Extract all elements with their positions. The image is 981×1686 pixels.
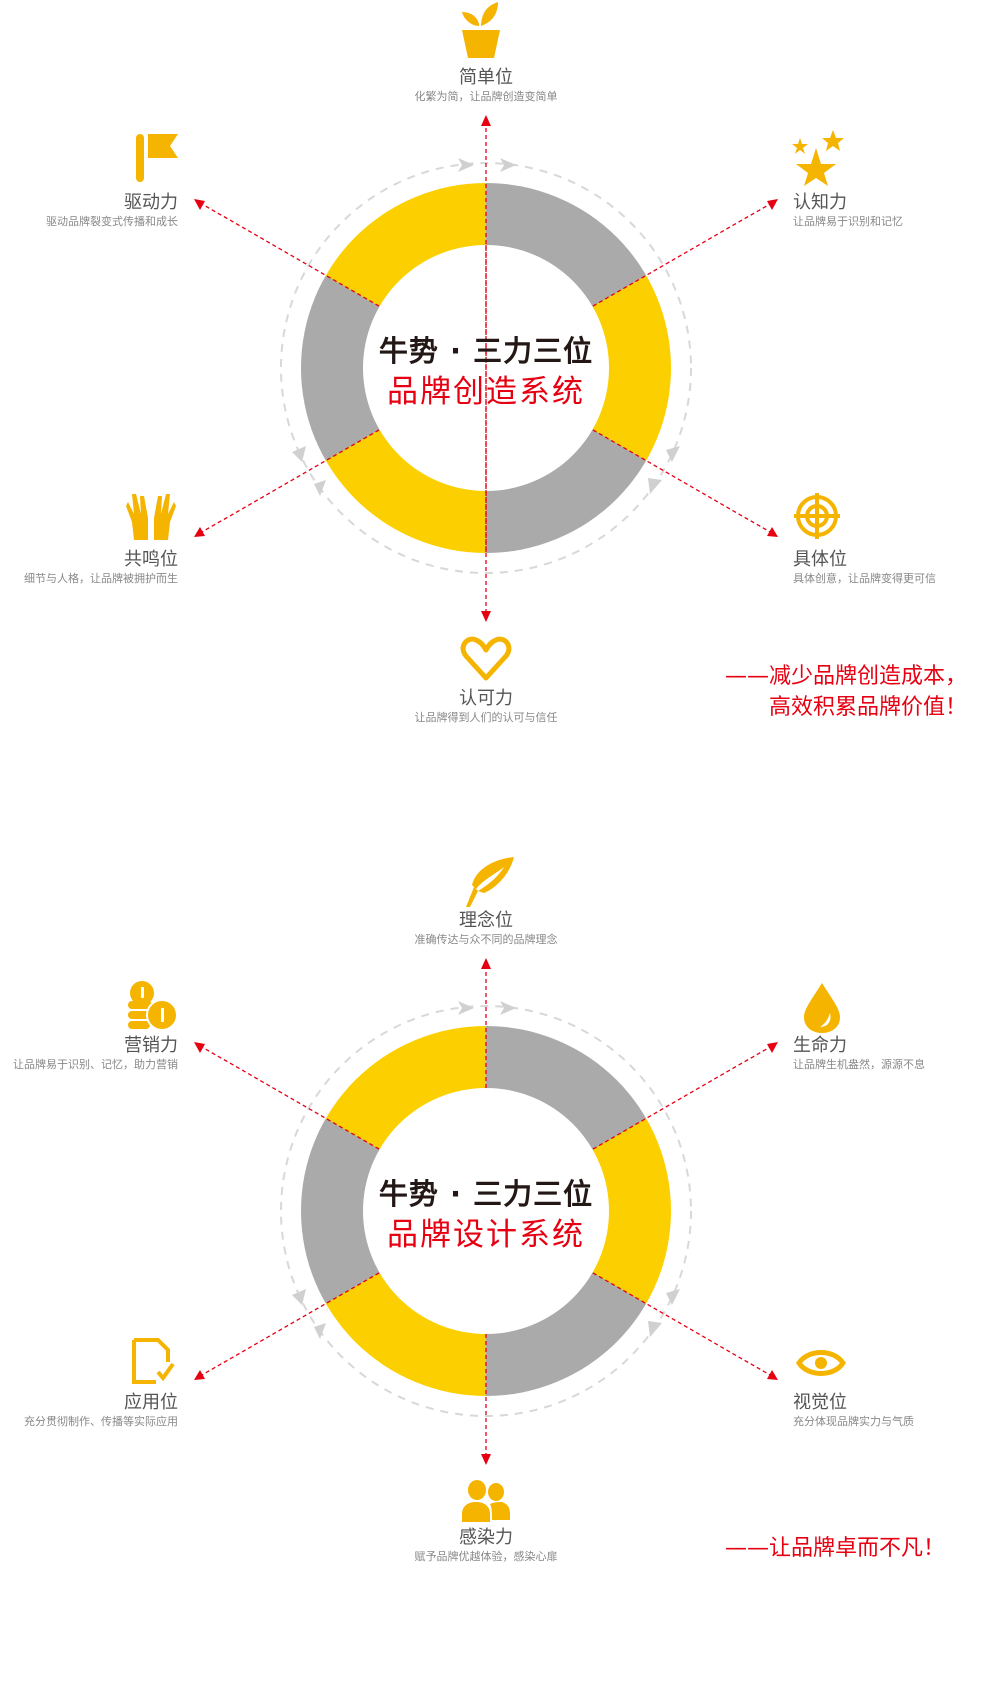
node-title: 感染力 bbox=[459, 1527, 513, 1548]
node-upper-left: 营销力 让品牌易于识别、记忆，助力营销 bbox=[0, 1035, 178, 1073]
node-title: 视觉位 bbox=[793, 1392, 847, 1413]
node-desc: 让品牌易于识别、记忆，助力营销 bbox=[13, 1058, 178, 1071]
center-title: 牛势 · 三力三位 bbox=[378, 334, 594, 368]
node-title: 应用位 bbox=[124, 1392, 178, 1413]
node-title: 认可力 bbox=[459, 688, 513, 709]
node-lower-right: 具体位 具体创意，让品牌变得更可信 bbox=[793, 549, 981, 587]
hands-icon bbox=[126, 494, 176, 540]
node-desc: 细节与人格，让品牌被拥护而生 bbox=[24, 572, 178, 585]
eye-icon bbox=[796, 1350, 846, 1376]
node-title: 理念位 bbox=[459, 910, 513, 931]
drop-icon bbox=[804, 983, 840, 1033]
node-desc: 让品牌得到人们的认可与信任 bbox=[414, 711, 558, 724]
node-upper-left: 驱动力 驱动品牌裂变式传播和成长 bbox=[0, 192, 178, 230]
node-desc: 充分贯彻制作、传播等实际应用 bbox=[24, 1415, 178, 1428]
flag-icon bbox=[136, 134, 178, 182]
feather-icon bbox=[466, 857, 514, 907]
node-desc: 驱动品牌裂变式传播和成长 bbox=[46, 215, 178, 228]
target-icon bbox=[794, 493, 840, 539]
node-upper-right: 生命力 让品牌生机盎然，源源不息 bbox=[793, 1035, 981, 1073]
node-desc: 让品牌生机盎然，源源不息 bbox=[793, 1058, 925, 1071]
node-top: 简单位 化繁为简，让品牌创造变简单 bbox=[366, 67, 606, 105]
node-lower-left: 共鸣位 细节与人格，让品牌被拥护而生 bbox=[0, 549, 178, 587]
node-title: 认知力 bbox=[793, 192, 847, 213]
node-bottom: 感染力 赋予品牌优越体验，感染心扉 bbox=[366, 1527, 606, 1565]
heart-icon bbox=[460, 636, 512, 681]
brand-design-system-diagram: 牛势 · 三力三位 品牌设计系统 理念位 准确传达与众不同的品牌理念 营销力 让… bbox=[0, 843, 981, 1686]
brand-creation-system-diagram: 牛势 · 三力三位 品牌创造系统 简单位 化繁为简，让品牌创造变简单 驱动力 驱… bbox=[0, 2, 981, 726]
plant-pot-icon bbox=[462, 2, 500, 58]
node-title: 驱动力 bbox=[124, 192, 178, 213]
node-title: 营销力 bbox=[124, 1035, 178, 1056]
node-desc: 化繁为简，让品牌创造变简单 bbox=[414, 90, 558, 103]
node-upper-right: 认知力 让品牌易于识别和记忆 bbox=[793, 192, 981, 230]
stars-icon bbox=[792, 130, 844, 186]
node-desc: 准确传达与众不同的品牌理念 bbox=[414, 933, 558, 946]
node-title: 共鸣位 bbox=[124, 549, 178, 570]
node-title: 具体位 bbox=[793, 549, 847, 570]
node-desc: 充分体现品牌实力与气质 bbox=[793, 1415, 914, 1428]
coins-icon bbox=[128, 981, 178, 1031]
dashed-orbit bbox=[280, 1001, 692, 1417]
slogan: ——减少品牌创造成本， 高效积累品牌价值！ bbox=[725, 661, 967, 723]
people-icon bbox=[462, 1480, 510, 1522]
node-desc: 让品牌易于识别和记忆 bbox=[793, 215, 903, 228]
node-desc: 具体创意，让品牌变得更可信 bbox=[793, 572, 936, 585]
node-desc: 赋予品牌优越体验，感染心扉 bbox=[414, 1550, 558, 1563]
node-top: 理念位 准确传达与众不同的品牌理念 bbox=[366, 910, 606, 948]
node-title: 简单位 bbox=[459, 67, 513, 88]
node-bottom: 认可力 让品牌得到人们的认可与信任 bbox=[366, 688, 606, 726]
slogan-line: 高效积累品牌价值！ bbox=[768, 695, 967, 720]
node-lower-right: 视觉位 充分体现品牌实力与气质 bbox=[793, 1392, 981, 1430]
slogan-line: ——减少品牌创造成本， bbox=[724, 664, 967, 689]
connector-arrows bbox=[194, 115, 778, 622]
connector-arrows bbox=[194, 958, 778, 1465]
center-subtitle: 品牌创造系统 bbox=[387, 374, 585, 410]
slogan: ——让品牌卓而不凡！ bbox=[725, 1533, 945, 1564]
center-title: 牛势 · 三力三位 bbox=[378, 1177, 594, 1211]
document-check-icon bbox=[132, 1338, 175, 1384]
center-subtitle: 品牌设计系统 bbox=[387, 1217, 585, 1253]
slogan-line: ——让品牌卓而不凡！ bbox=[724, 1536, 945, 1561]
node-title: 生命力 bbox=[793, 1035, 847, 1056]
node-lower-left: 应用位 充分贯彻制作、传播等实际应用 bbox=[0, 1392, 178, 1430]
ring-center bbox=[363, 1088, 609, 1334]
